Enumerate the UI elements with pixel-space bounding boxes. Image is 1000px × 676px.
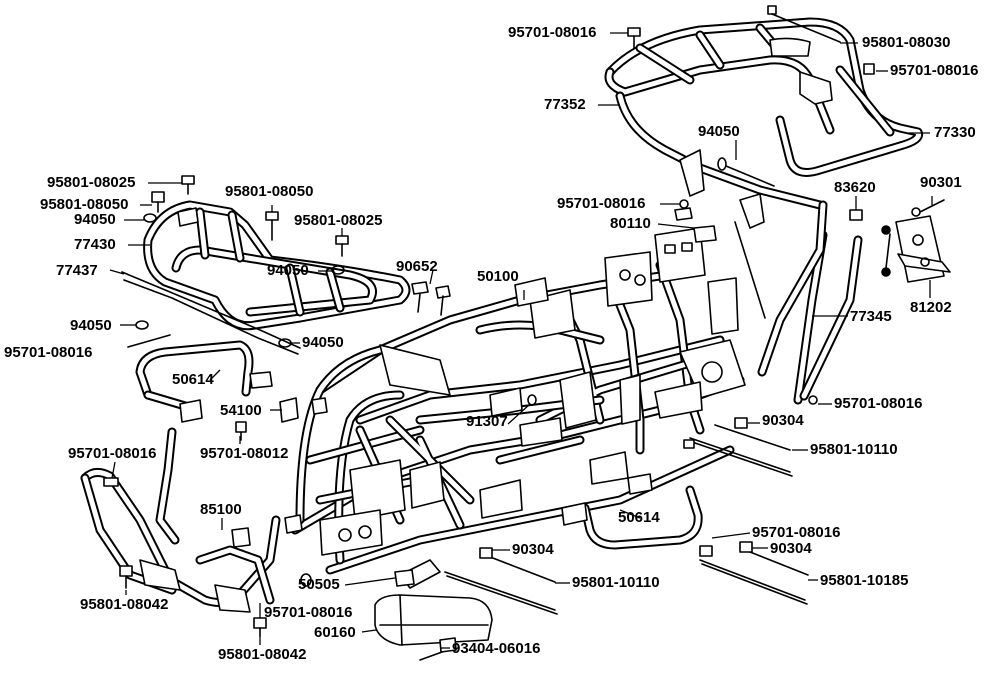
part-label: 95701-08016: [264, 604, 353, 621]
part-label: 77430: [74, 236, 116, 253]
part-label: 94050: [698, 123, 740, 140]
front-bumper-85100: [80, 427, 281, 613]
part-label: 95701-08012: [200, 445, 289, 462]
part-label: 94050: [74, 211, 116, 228]
part-label: 95801-08025: [47, 174, 136, 191]
footrest-50614-right: [561, 473, 703, 550]
part-label: 91307: [466, 413, 508, 430]
part-label: 90652: [396, 258, 438, 275]
part-label: 83620: [834, 179, 876, 196]
part-label: 95701-08016: [890, 62, 979, 79]
part-label: 95701-08016: [4, 344, 93, 361]
part-label: 94050: [70, 317, 112, 334]
part-label: 95701-08016: [508, 24, 597, 41]
part-label: 95701-08016: [68, 445, 157, 462]
part-label: 94050: [302, 334, 344, 351]
part-label: 50100: [477, 268, 519, 285]
part-label: 95801-08042: [80, 596, 169, 613]
part-label: 50614: [172, 371, 214, 388]
rear-stay-77352: [615, 91, 825, 229]
footrest-50614-left: [135, 340, 273, 423]
part-label: 85100: [200, 501, 242, 518]
part-label: 90301: [920, 174, 962, 191]
part-label: 95801-08042: [218, 646, 307, 663]
strap-77437: [121, 271, 301, 355]
part-label: 95801-08030: [862, 34, 951, 51]
front-carrier-77430: [143, 200, 411, 331]
part-label: 95801-08050: [225, 183, 314, 200]
part-label: 94050: [267, 262, 309, 279]
part-label: 95701-08016: [752, 524, 841, 541]
part-label: 77345: [850, 308, 892, 325]
part-label: 95801-10110: [810, 441, 898, 458]
leader-lines: [109, 32, 933, 649]
bracket-81202: [895, 215, 951, 283]
part-label: 77330: [934, 124, 976, 141]
part-label: 50505: [298, 576, 340, 593]
part-label: 90304: [770, 540, 812, 557]
part-label: 90304: [512, 541, 554, 558]
rear-carrier-77330: [604, 17, 924, 177]
part-label: 95801-10185: [820, 572, 909, 589]
part-label: 95701-08016: [557, 195, 646, 212]
part-label: 93404-06016: [452, 640, 541, 657]
part-label: 80110: [610, 215, 651, 232]
part-label: 95801-10110: [572, 574, 660, 591]
part-label: 77352: [544, 96, 586, 113]
part-label: 95801-08025: [294, 212, 383, 229]
part-label: 50614: [618, 509, 660, 526]
part-label: 95801-08050: [40, 196, 129, 213]
skid-plate-60160: [374, 559, 493, 646]
part-label: 81202: [910, 299, 952, 316]
rear-stay-77345: [757, 200, 863, 405]
part-label: 60160: [314, 624, 356, 641]
part-label: 77437: [56, 262, 98, 279]
part-label: 54100: [220, 402, 262, 419]
part-label: 90304: [762, 412, 804, 429]
main-frame-50100: [284, 227, 746, 575]
part-label: 95701-08016: [834, 395, 923, 412]
